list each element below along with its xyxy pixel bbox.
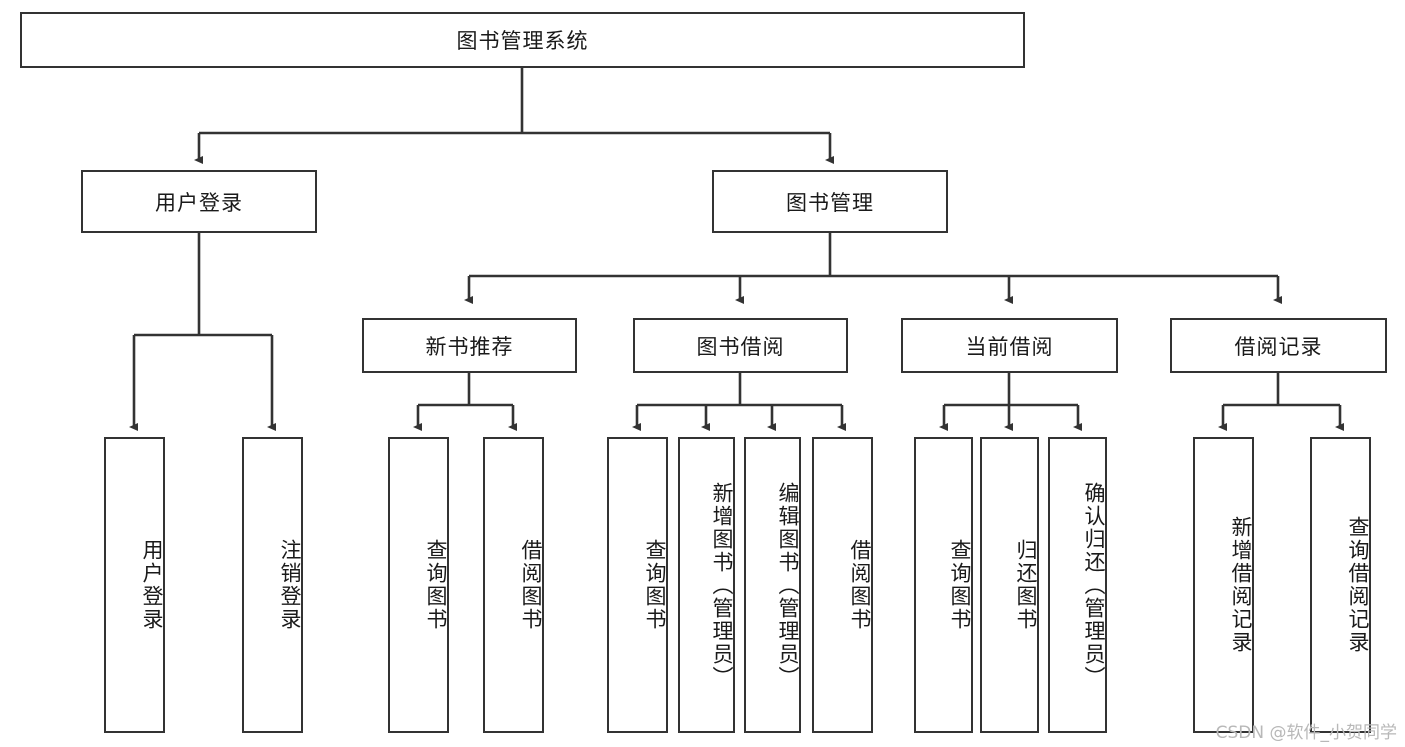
node-label: 查询图书 — [643, 539, 667, 631]
node-leaf-user-logout[interactable]: 注销登录 — [242, 437, 303, 733]
node-label: 查询借阅记录 — [1346, 516, 1370, 654]
node-label: 归还图书 — [1014, 539, 1038, 631]
node-label: 借阅图书 — [848, 539, 872, 631]
node-leaf-query-book-2[interactable]: 查询图书 — [607, 437, 668, 733]
node-leaf-borrow-book-2[interactable]: 借阅图书 — [812, 437, 873, 733]
node-label: 图书借阅 — [696, 334, 785, 359]
node-label: 用户登录 — [155, 190, 243, 215]
node-label: 借阅图书 — [519, 539, 543, 631]
node-label: 新书推荐 — [425, 334, 514, 359]
node-label: 图书管理 — [786, 190, 874, 215]
node-leaf-edit-book[interactable]: 编辑图书（管理员） — [744, 437, 801, 733]
node-label: 新增图书（管理员） — [710, 481, 734, 689]
node-leaf-add-record[interactable]: 新增借阅记录 — [1193, 437, 1254, 733]
node-current-borrow[interactable]: 当前借阅 — [901, 318, 1118, 373]
node-label: 编辑图书（管理员） — [776, 481, 800, 689]
node-borrow-record[interactable]: 借阅记录 — [1170, 318, 1387, 373]
node-leaf-query-book-3[interactable]: 查询图书 — [914, 437, 973, 733]
node-label: 借阅记录 — [1234, 334, 1323, 359]
node-book-manage[interactable]: 图书管理 — [712, 170, 948, 233]
node-label: 查询图书 — [948, 539, 972, 631]
node-leaf-query-book-1[interactable]: 查询图书 — [388, 437, 449, 733]
node-label: 当前借阅 — [965, 334, 1054, 359]
node-label: 新增借阅记录 — [1229, 516, 1253, 654]
watermark-text: CSDN @软件_小贺同学 — [1215, 723, 1397, 743]
node-leaf-user-login[interactable]: 用户登录 — [104, 437, 165, 733]
node-leaf-query-record[interactable]: 查询借阅记录 — [1310, 437, 1371, 733]
node-label: 查询图书 — [424, 539, 448, 631]
node-leaf-confirm-return[interactable]: 确认归还（管理员） — [1048, 437, 1107, 733]
node-new-book-rec[interactable]: 新书推荐 — [362, 318, 577, 373]
node-user-login[interactable]: 用户登录 — [81, 170, 317, 233]
node-root[interactable]: 图书管理系统 — [20, 12, 1025, 68]
node-label: 注销登录 — [278, 539, 302, 631]
node-leaf-borrow-book-1[interactable]: 借阅图书 — [483, 437, 544, 733]
node-leaf-return-book[interactable]: 归还图书 — [980, 437, 1039, 733]
node-label: 用户登录 — [140, 539, 164, 631]
node-leaf-add-book[interactable]: 新增图书（管理员） — [678, 437, 735, 733]
node-book-borrow[interactable]: 图书借阅 — [633, 318, 848, 373]
node-label: 图书管理系统 — [456, 29, 589, 53]
node-label: 确认归还（管理员） — [1082, 481, 1106, 689]
